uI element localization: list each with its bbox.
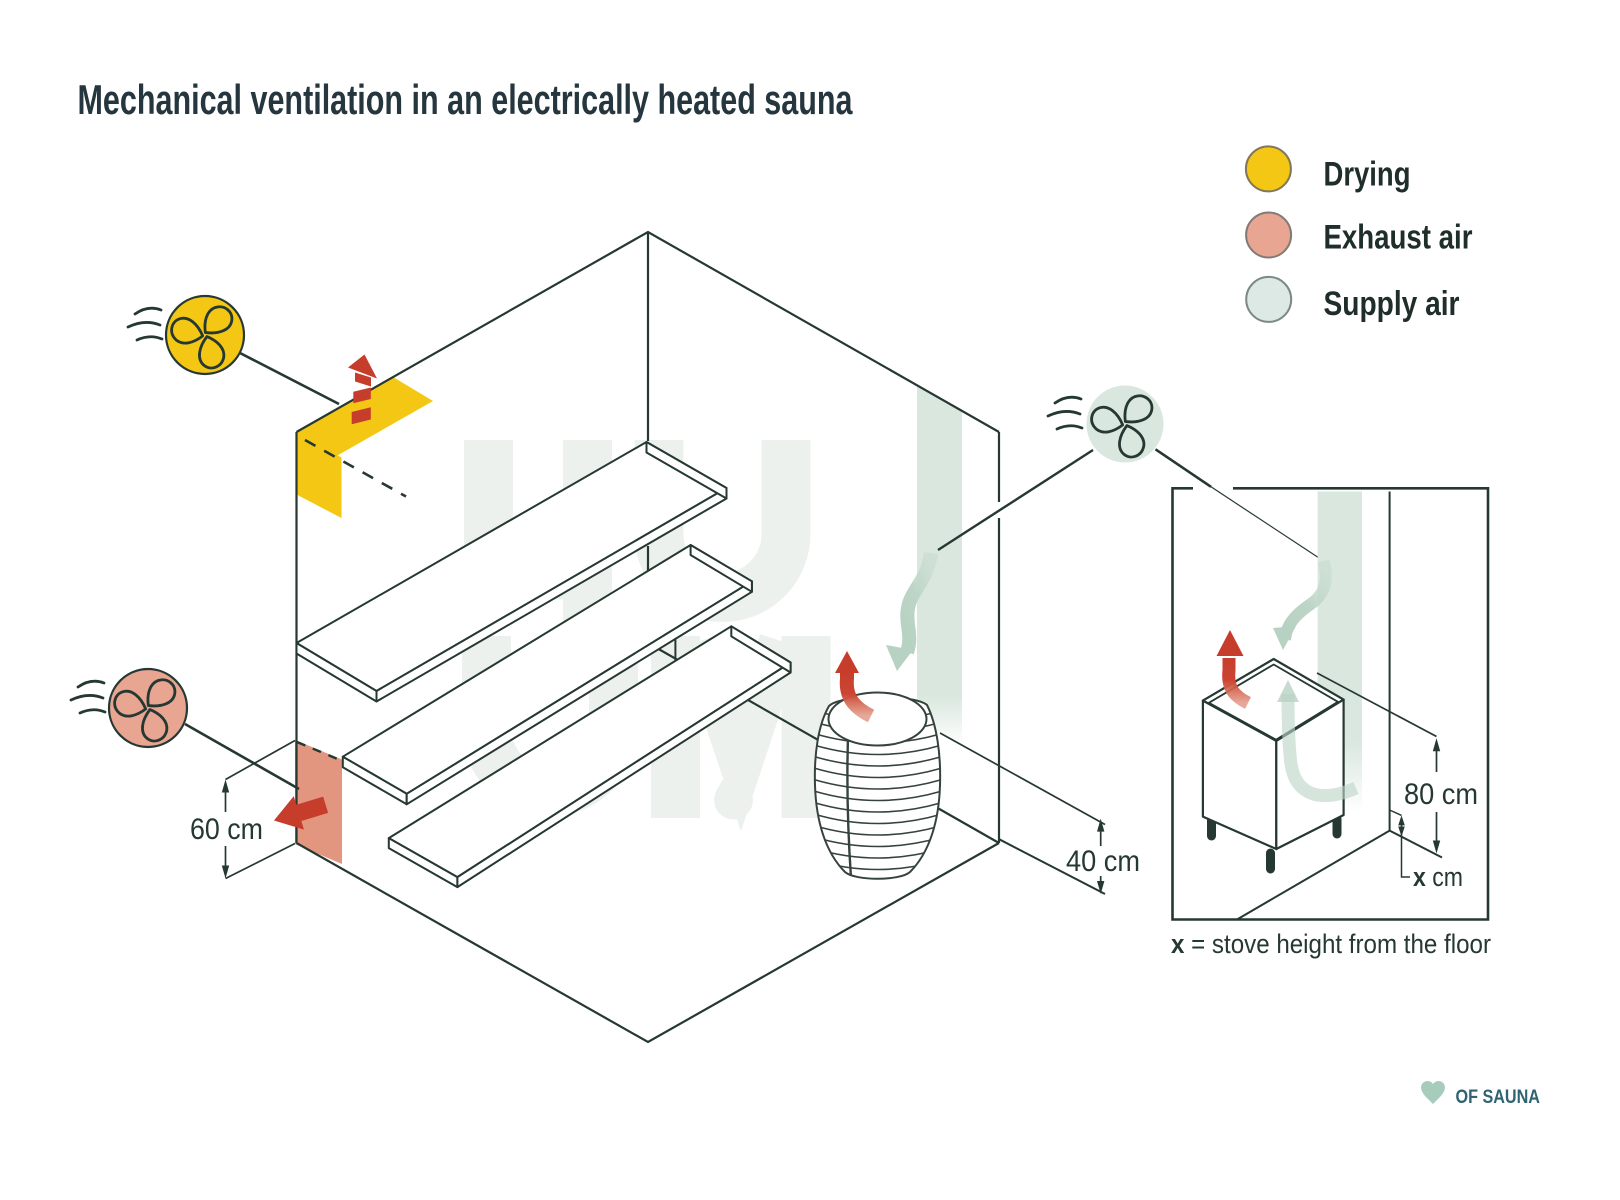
svg-text:80 cm: 80 cm [1404,778,1478,811]
svg-text:40 cm: 40 cm [1066,845,1140,878]
svg-text:Drying: Drying [1324,156,1411,194]
svg-text:60 cm: 60 cm [190,813,263,846]
svg-text:Exhaust air: Exhaust air [1324,219,1473,257]
svg-text:OF SAUNA: OF SAUNA [1456,1087,1541,1108]
svg-text:Mechanical ventilation in an e: Mechanical ventilation in an electricall… [78,76,853,123]
svg-text:Supply air: Supply air [1324,285,1460,323]
svg-text:x cm: x cm [1413,862,1463,892]
svg-text:x = stove height from the floo: x = stove height from the floor [1171,929,1491,959]
